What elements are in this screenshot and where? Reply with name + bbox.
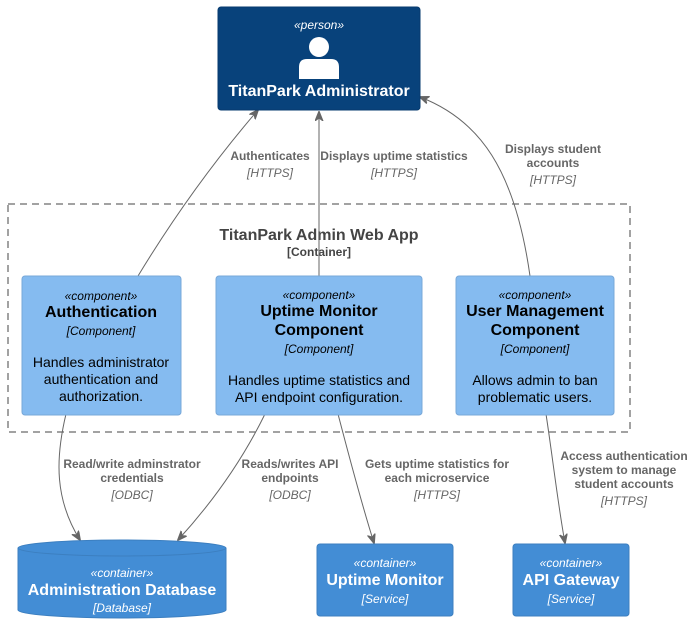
edge-users-to-gateway xyxy=(545,413,565,543)
edge-label-uptime-to-monitor: Gets uptime statistics for each microser… xyxy=(365,457,509,502)
component-type: [Component] xyxy=(500,342,570,356)
edge-label-line: Read/write adminstrator xyxy=(63,457,201,471)
container-stereotype: «container» xyxy=(91,566,154,580)
component-description: Allows admin to ban xyxy=(472,372,597,388)
component-description: Handles administrator xyxy=(33,354,170,370)
edge-uptime-to-db xyxy=(178,413,266,540)
component-description: Handles uptime statistics and xyxy=(228,372,410,388)
container-type: [Service] xyxy=(361,592,409,606)
container-stereotype: «container» xyxy=(540,556,603,570)
edge-label-auth-to-db: Read/write adminstrator credentials [ODB… xyxy=(63,457,201,502)
container-type: [Database] xyxy=(92,601,152,615)
edge-label-line: Gets uptime statistics for xyxy=(365,457,509,471)
container-title: Uptime Monitor xyxy=(326,572,443,589)
edge-label-tech: [HTTPS] xyxy=(246,166,294,180)
component-user-management[interactable]: «component» User Management Component [C… xyxy=(455,275,615,416)
edge-label-tech: [HTTPS] xyxy=(413,488,461,502)
edge-label-line: Displays student xyxy=(505,142,601,156)
edge-label-tech: [ODBC] xyxy=(268,488,311,502)
edge-label-tech: [HTTPS] xyxy=(370,166,418,180)
component-type: [Component] xyxy=(66,324,136,338)
container-api-gateway[interactable]: «container» API Gateway [Service] xyxy=(512,543,630,617)
component-description: API endpoint configuration. xyxy=(235,389,403,405)
container-uptime-monitor[interactable]: «container» Uptime Monitor [Service] xyxy=(316,543,454,617)
database-icon xyxy=(17,539,227,557)
component-title: Uptime Monitor xyxy=(260,303,377,320)
component-uptime-monitor[interactable]: «component» Uptime Monitor Component [Co… xyxy=(215,275,423,416)
container-title: Administration Database xyxy=(28,582,217,599)
edge-label-line: accounts xyxy=(527,156,580,170)
edge-label-line: each microservice xyxy=(385,471,490,485)
edge-auth-to-person xyxy=(137,110,258,277)
component-authentication[interactable]: «component» Authentication [Component] H… xyxy=(21,275,182,416)
edge-label-users-to-person: Displays student accounts [HTTPS] xyxy=(505,142,601,187)
edge-label-line: Access authentication xyxy=(560,449,687,463)
edge-label-uptime-to-person: Displays uptime statistics [HTTPS] xyxy=(320,149,468,180)
person-icon xyxy=(299,37,339,79)
edge-label-line: system to manage xyxy=(572,463,677,477)
component-title: Component xyxy=(491,322,581,339)
edge-label-line: endpoints xyxy=(261,471,319,485)
edge-label-uptime-to-db: Reads/writes API endpoints [ODBC] xyxy=(242,457,339,502)
edge-label-tech: [HTTPS] xyxy=(529,173,577,187)
component-title: Component xyxy=(275,322,365,339)
edge-label-tech: [ODBC] xyxy=(110,488,153,502)
edge-uptime-to-monitor xyxy=(337,413,374,543)
component-description: authorization. xyxy=(59,388,143,404)
component-type: [Component] xyxy=(284,342,354,356)
component-description: problematic users. xyxy=(478,389,592,405)
container-type: [Service] xyxy=(547,592,595,606)
person-title: TitanPark Administrator xyxy=(228,83,409,100)
edge-label-users-to-gateway: Access authentication system to manage s… xyxy=(560,449,687,508)
edge-label-line: Displays uptime statistics xyxy=(320,149,468,163)
edge-label-line: Reads/writes API xyxy=(242,457,339,471)
component-description: authentication and xyxy=(44,371,158,387)
container-administration-database[interactable]: «container» Administration Database [Dat… xyxy=(17,539,227,619)
component-title: User Management xyxy=(466,303,604,320)
edge-auth-to-db xyxy=(58,413,80,540)
edge-label-line: Authenticates xyxy=(230,149,310,163)
component-title: Authentication xyxy=(45,304,157,321)
person-stereotype: «person» xyxy=(294,18,344,32)
edge-label-line: credentials xyxy=(100,471,164,485)
edge-users-to-person xyxy=(420,97,531,277)
component-stereotype: «component» xyxy=(65,289,138,303)
component-stereotype: «component» xyxy=(499,288,572,302)
edge-label-auth-to-person: Authenticates [HTTPS] xyxy=(230,149,310,180)
edge-label-line: student accounts xyxy=(574,477,674,491)
container-title: API Gateway xyxy=(523,572,620,589)
edge-label-tech: [HTTPS] xyxy=(600,494,648,508)
container-stereotype: «container» xyxy=(354,556,417,570)
person-titanpark-administrator[interactable]: «person» TitanPark Administrator xyxy=(217,6,421,111)
component-stereotype: «component» xyxy=(283,288,356,302)
relationship-edges xyxy=(58,97,565,543)
